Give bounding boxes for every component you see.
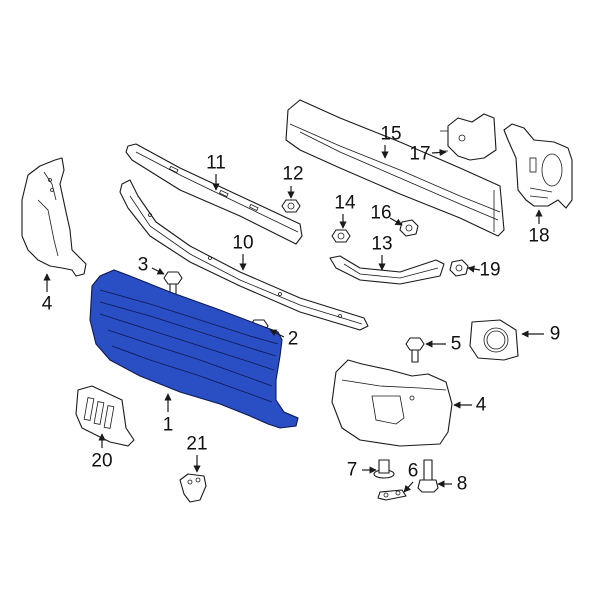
part-16-nut[interactable] [399,219,419,237]
part-9-fog-bezel[interactable] [469,319,519,361]
leader-lines [43,145,544,493]
part-15-impact-bar[interactable] [285,99,505,237]
callout-label-c8[interactable]: 8 [456,473,468,495]
callout-label-c13[interactable]: 13 [371,233,393,255]
callout-label-c7[interactable]: 7 [346,459,358,481]
callout-label-c19[interactable]: 19 [479,259,501,281]
part-10-lower-retainer[interactable] [119,179,369,331]
callout-label-c6[interactable]: 6 [407,460,419,482]
callout-label-c2[interactable]: 2 [287,328,299,350]
part-4-right-bumper-end[interactable] [331,359,453,447]
part-1-highlighted-cover[interactable] [89,269,299,429]
callout-label-c4a[interactable]: 4 [41,293,53,315]
callout-label-c12[interactable]: 12 [282,163,304,185]
part-18-side-bracket[interactable] [503,123,573,209]
callout-label-c10[interactable]: 10 [232,232,254,254]
callout-label-c17[interactable]: 17 [409,143,431,165]
part-21-clip[interactable] [179,473,207,503]
part-6-plate[interactable] [377,489,407,501]
callout-label-c11[interactable]: 11 [206,152,226,174]
callout-label-c18[interactable]: 18 [528,225,550,247]
callout-label-c16[interactable]: 16 [370,202,392,224]
part-5-bolt[interactable] [405,337,425,363]
callout-label-c4b[interactable]: 4 [475,394,487,416]
callout-label-c20[interactable]: 20 [91,450,113,472]
part-7-push-clip[interactable] [373,459,395,479]
callout-label-c15[interactable]: 15 [380,123,402,145]
callout-label-c1[interactable]: 1 [162,414,174,436]
callout-label-c14[interactable]: 14 [334,192,356,214]
part-17-bracket[interactable] [440,113,497,161]
part-8-bolt[interactable] [417,459,439,493]
part-14-nut[interactable] [331,229,351,243]
callout-label-c5[interactable]: 5 [450,333,462,355]
part-3-bolt[interactable] [163,271,183,299]
part-12-nut[interactable] [281,199,301,213]
part-13-bracket-strip[interactable] [329,255,445,285]
callout-label-c3[interactable]: 3 [137,254,149,276]
callout-label-c21[interactable]: 21 [186,433,208,455]
callout-label-c9[interactable]: 9 [549,323,561,345]
part-11-upper-retainer[interactable] [125,143,303,245]
part-4-left-bracket[interactable] [21,157,87,277]
part-19-nut[interactable] [449,259,469,277]
part-20-plate-bracket[interactable] [75,385,135,447]
